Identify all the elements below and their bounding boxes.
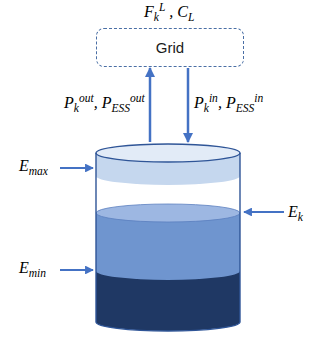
- power-label: Pkin, PESSin: [194, 94, 263, 112]
- subscript: k: [298, 211, 303, 223]
- text-run: E: [19, 259, 29, 276]
- subscript: max: [29, 165, 48, 177]
- text-run: P: [194, 94, 204, 111]
- text-run: F: [144, 3, 154, 20]
- subscript: k: [154, 11, 159, 23]
- superscript: out: [79, 92, 94, 104]
- grid-box: Grid: [96, 28, 244, 67]
- subscript: ESS: [236, 102, 255, 114]
- power-label: Pkout, PESSout: [64, 94, 145, 112]
- power-flow-arrow: [149, 68, 152, 142]
- tank-rim: [96, 144, 240, 162]
- text-run: E: [19, 157, 29, 174]
- power-flow-arrow: [187, 68, 190, 142]
- storage-tank: EmaxEkEmin: [95, 143, 241, 333]
- cost-label: FkL , CL: [144, 3, 194, 21]
- subscript: k: [74, 102, 79, 114]
- level-label: Emin: [19, 259, 46, 277]
- energy-surface: [96, 204, 240, 222]
- level-label: Ek: [288, 203, 303, 221]
- text-run: P: [64, 94, 74, 111]
- tank-outline: [96, 153, 240, 331]
- superscript: in: [254, 92, 263, 104]
- text-run: , C: [165, 3, 188, 20]
- subscript: min: [29, 267, 46, 279]
- subscript: L: [188, 11, 194, 23]
- text-run: , P: [94, 94, 112, 111]
- leader-arrow: [244, 211, 284, 213]
- text-run: E: [288, 203, 298, 220]
- text-run: Grid: [156, 39, 184, 56]
- node-label: Grid: [156, 39, 184, 56]
- energy-layer: [96, 213, 240, 280]
- level-label: Emax: [19, 157, 48, 175]
- superscript: in: [209, 92, 218, 104]
- superscript: out: [130, 92, 145, 104]
- subscript: ESS: [111, 102, 130, 114]
- text-run: , P: [218, 94, 236, 111]
- leader-arrow: [60, 167, 93, 169]
- superscript: L: [159, 1, 165, 13]
- tank-drawing: [95, 143, 241, 333]
- subscript: k: [204, 102, 209, 114]
- leader-arrow: [60, 269, 93, 271]
